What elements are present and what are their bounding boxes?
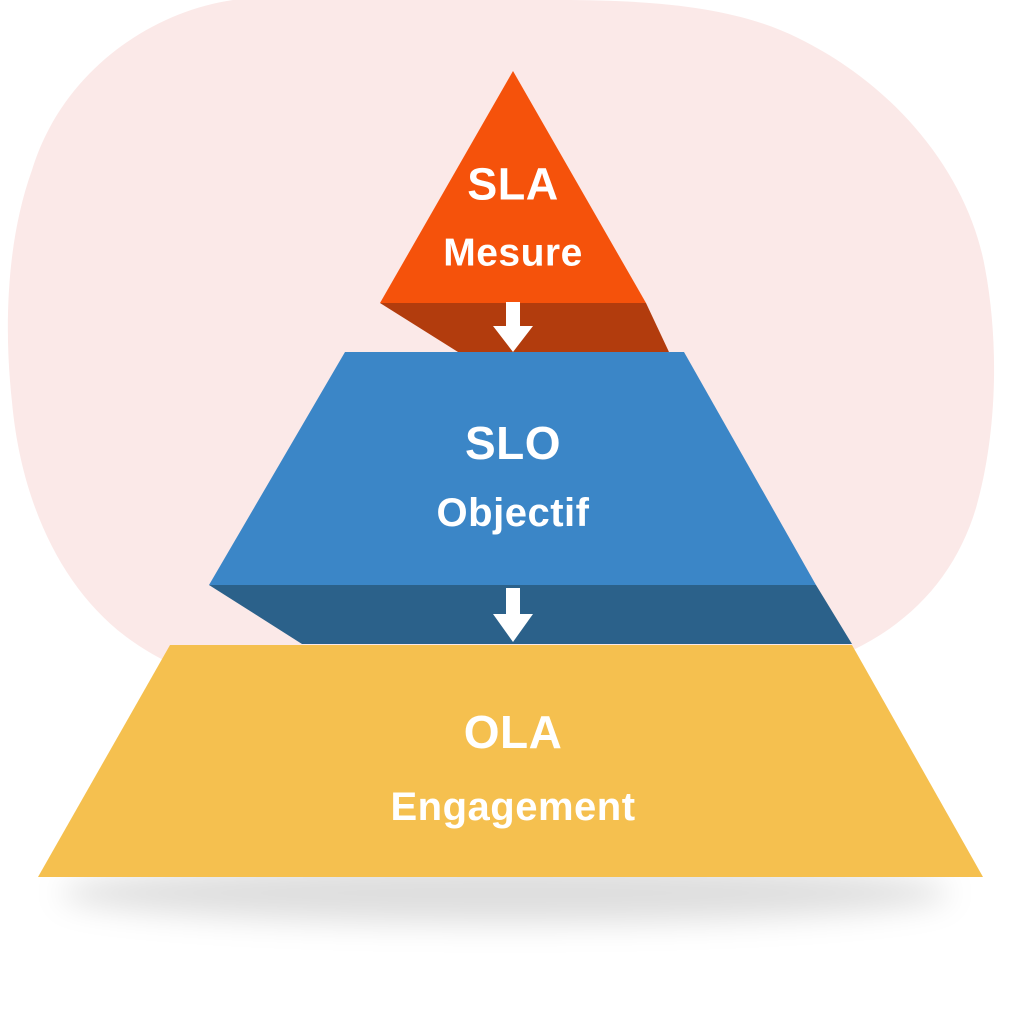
sla-acronym: SLA xyxy=(467,158,559,210)
slo-acronym: SLO xyxy=(464,417,562,469)
down-arrow-sla-slo-icon xyxy=(493,302,533,352)
sla-label: Mesure xyxy=(443,231,583,275)
sla-triangle xyxy=(380,71,646,303)
ola-trapezoid xyxy=(38,645,983,877)
slo-label: Objectif xyxy=(436,491,590,535)
ground-shadow xyxy=(60,863,950,923)
ola-label: Engagement xyxy=(390,785,636,829)
slo-trapezoid xyxy=(209,352,816,585)
ola-acronym: OLA xyxy=(463,706,563,758)
down-arrow-slo-ola-icon xyxy=(493,588,533,642)
